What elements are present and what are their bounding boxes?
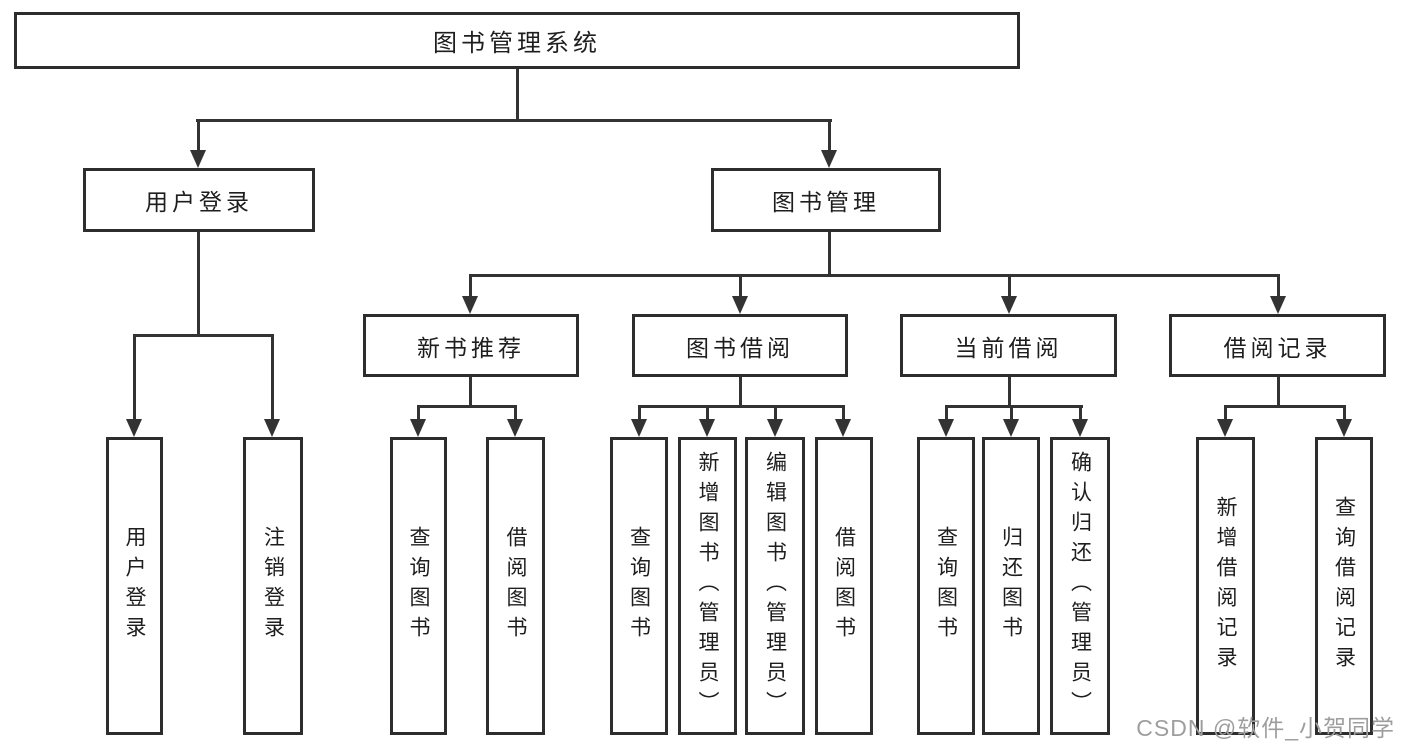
connector-line (516, 69, 519, 121)
connector-line (842, 405, 845, 421)
leaf-borrow-books-borrow: 借阅图书 (815, 437, 873, 735)
connector-line (1277, 377, 1280, 408)
node-new-book-recommend: 新书推荐 (363, 314, 579, 377)
arrow-down-icon (190, 150, 206, 168)
arrow-down-icon (1217, 419, 1233, 437)
arrow-down-icon (1072, 419, 1088, 437)
arrow-down-icon (264, 419, 280, 437)
leaf-edit-books-admin: 编辑图书（管理员） (745, 437, 805, 735)
leaf-add-borrow-record: 新增借阅记录 (1196, 437, 1255, 735)
arrow-down-icon (126, 419, 142, 437)
arrow-down-icon (699, 419, 715, 437)
connector-line (828, 119, 831, 152)
connector-line (469, 274, 1280, 277)
arrow-down-icon (1336, 419, 1352, 437)
leaf-user-login: 用户登录 (106, 437, 163, 735)
connector-line (1008, 377, 1011, 408)
arrow-down-icon (821, 150, 837, 168)
connector-line (417, 405, 420, 421)
connector-line (1010, 405, 1013, 421)
leaf-logout-login: 注销登录 (243, 437, 303, 735)
connector-line (945, 405, 948, 421)
connector-line (197, 232, 200, 336)
connector-line (271, 334, 274, 421)
connector-line (197, 119, 200, 152)
leaf-query-books-current: 查询图书 (917, 437, 975, 735)
connector-line (133, 334, 136, 421)
node-user-login: 用户登录 (83, 168, 315, 232)
node-borrow-records: 借阅记录 (1169, 314, 1386, 377)
connector-line (133, 334, 274, 337)
connector-line (1343, 405, 1346, 421)
arrow-down-icon (631, 419, 647, 437)
arrow-down-icon (507, 419, 523, 437)
connector-line (739, 377, 742, 408)
connector-line (1079, 405, 1082, 421)
connector-line (469, 274, 472, 298)
connector-line (638, 405, 845, 408)
connector-line (469, 377, 472, 408)
arrow-down-icon (462, 296, 478, 314)
node-root: 图书管理系统 (14, 12, 1020, 69)
node-book-borrow: 图书借阅 (632, 314, 848, 377)
arrow-down-icon (835, 419, 851, 437)
connector-line (514, 405, 517, 421)
leaf-query-books-recommend: 查询图书 (390, 437, 447, 735)
connector-line (417, 405, 516, 408)
arrow-down-icon (732, 296, 748, 314)
node-current-borrow: 当前借阅 (900, 314, 1117, 377)
connector-line (1224, 405, 1227, 421)
connector-line (1008, 274, 1011, 298)
connector-line (774, 405, 777, 421)
connector-line (638, 405, 641, 421)
node-book-management: 图书管理 (711, 168, 941, 232)
connector-line (828, 232, 831, 277)
csdn-watermark: CSDN @软件_小贺同学 (1136, 715, 1395, 741)
leaf-query-borrow-record: 查询借阅记录 (1315, 437, 1373, 735)
arrow-down-icon (1003, 419, 1019, 437)
arrow-down-icon (410, 419, 426, 437)
connector-line (196, 119, 832, 122)
leaf-return-books: 归还图书 (982, 437, 1040, 735)
leaf-query-books-borrow: 查询图书 (610, 437, 668, 735)
connector-line (1277, 274, 1280, 298)
leaf-borrow-books-recommend: 借阅图书 (486, 437, 545, 735)
arrow-down-icon (1270, 296, 1286, 314)
arrow-down-icon (1001, 296, 1017, 314)
connector-line (945, 405, 1083, 408)
leaf-confirm-return-admin: 确认归还（管理员） (1050, 437, 1110, 735)
arrow-down-icon (767, 419, 783, 437)
leaf-add-books-admin: 新增图书（管理员） (678, 437, 737, 735)
connector-line (706, 405, 709, 421)
arrow-down-icon (938, 419, 954, 437)
connector-line (1224, 405, 1346, 408)
connector-line (739, 274, 742, 298)
